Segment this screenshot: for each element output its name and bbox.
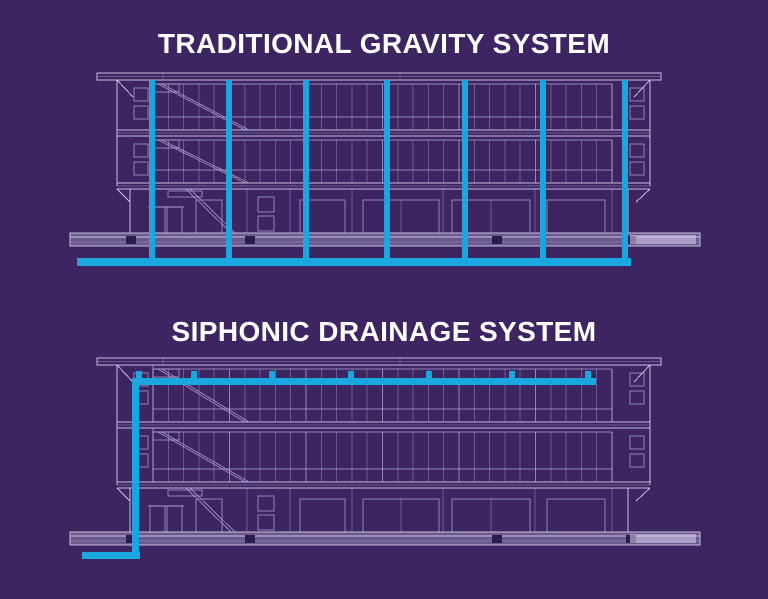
siphonic-diagram <box>69 357 701 559</box>
siphonic-roof-outlet-stub <box>269 371 275 378</box>
siphonic-underground-pipe <box>82 552 140 559</box>
siphonic-system-title: SIPHONIC DRAINAGE SYSTEM <box>171 316 597 347</box>
gravity-collector-pipe <box>77 258 631 266</box>
siphonic-roof-outlet-stub <box>136 371 142 378</box>
siphonic-downpipe <box>132 378 139 559</box>
siphonic-roof-outlet-stub <box>426 371 432 378</box>
siphonic-roof-outlet-stub <box>585 371 591 378</box>
gravity-downpipe <box>462 80 468 266</box>
siphonic-roof-pipe <box>132 378 596 385</box>
gravity-diagram <box>69 72 701 266</box>
gravity-system-title: TRADITIONAL GRAVITY SYSTEM <box>157 28 611 59</box>
siphonic-roof-outlet-stub <box>509 371 515 378</box>
siphonic-pipes <box>82 371 596 559</box>
siphonic-building-illustration <box>69 357 701 546</box>
gravity-downpipe <box>149 80 155 266</box>
siphonic-roof-outlet-stub <box>348 371 354 378</box>
gravity-downpipe <box>622 80 628 266</box>
gravity-downpipe <box>303 80 309 266</box>
siphonic-roof-outlet-stub <box>191 371 197 378</box>
gravity-downpipe <box>540 80 546 266</box>
gravity-downpipe <box>226 80 232 266</box>
gravity-pipes <box>77 80 631 266</box>
gravity-downpipe <box>384 80 390 266</box>
